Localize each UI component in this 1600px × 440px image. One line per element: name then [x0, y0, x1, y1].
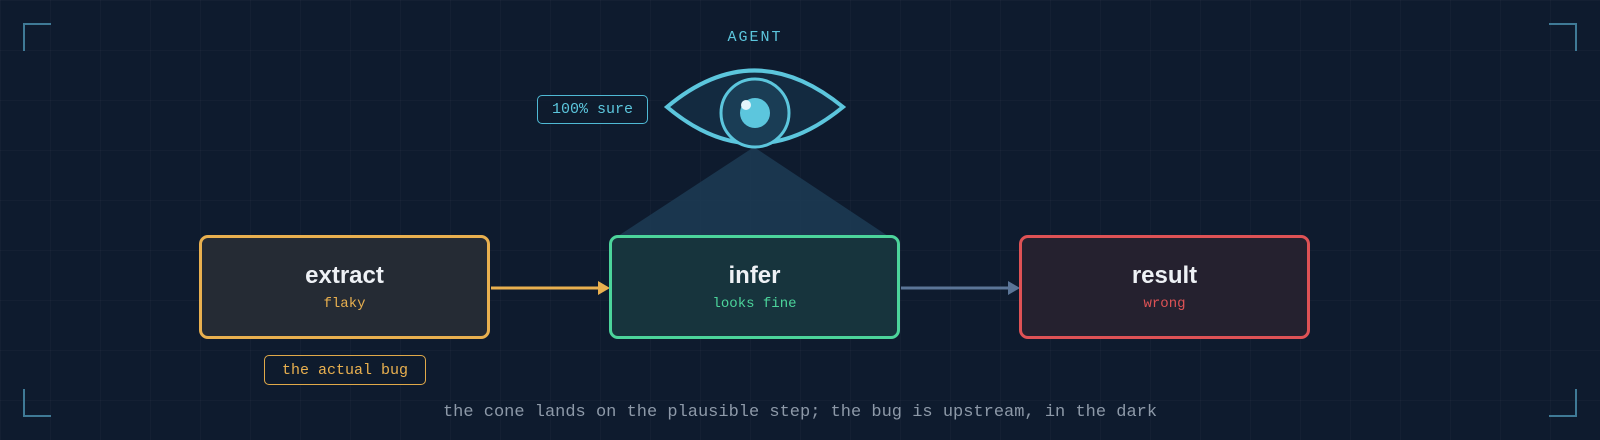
arrow-right-icon: [491, 281, 610, 295]
node-title: extract: [305, 262, 384, 289]
agent-label: AGENT: [727, 29, 783, 46]
node-subtitle: flaky: [323, 296, 366, 312]
bug-callout: the actual bug: [264, 355, 426, 385]
arrow-right-icon: [901, 281, 1020, 295]
node-subtitle: looks fine: [712, 296, 797, 312]
caption: the cone lands on the plausible step; th…: [442, 403, 1158, 422]
corner-bracket-top-left: [23, 23, 51, 51]
corner-bracket-bottom-left: [23, 389, 51, 417]
corner-bracket-top-right: [1549, 23, 1577, 51]
node-infer: infer looks fine: [609, 235, 900, 339]
corner-bracket-bottom-right: [1549, 389, 1577, 417]
node-title: result: [1131, 262, 1198, 289]
confidence-callout: 100% sure: [537, 95, 648, 124]
node-subtitle: wrong: [1143, 296, 1186, 312]
node-result: result wrong: [1019, 235, 1310, 339]
node-title: infer: [728, 262, 781, 289]
eye-icon: [663, 68, 847, 149]
attention-cone: [618, 147, 888, 236]
node-extract: extract flaky: [199, 235, 490, 339]
